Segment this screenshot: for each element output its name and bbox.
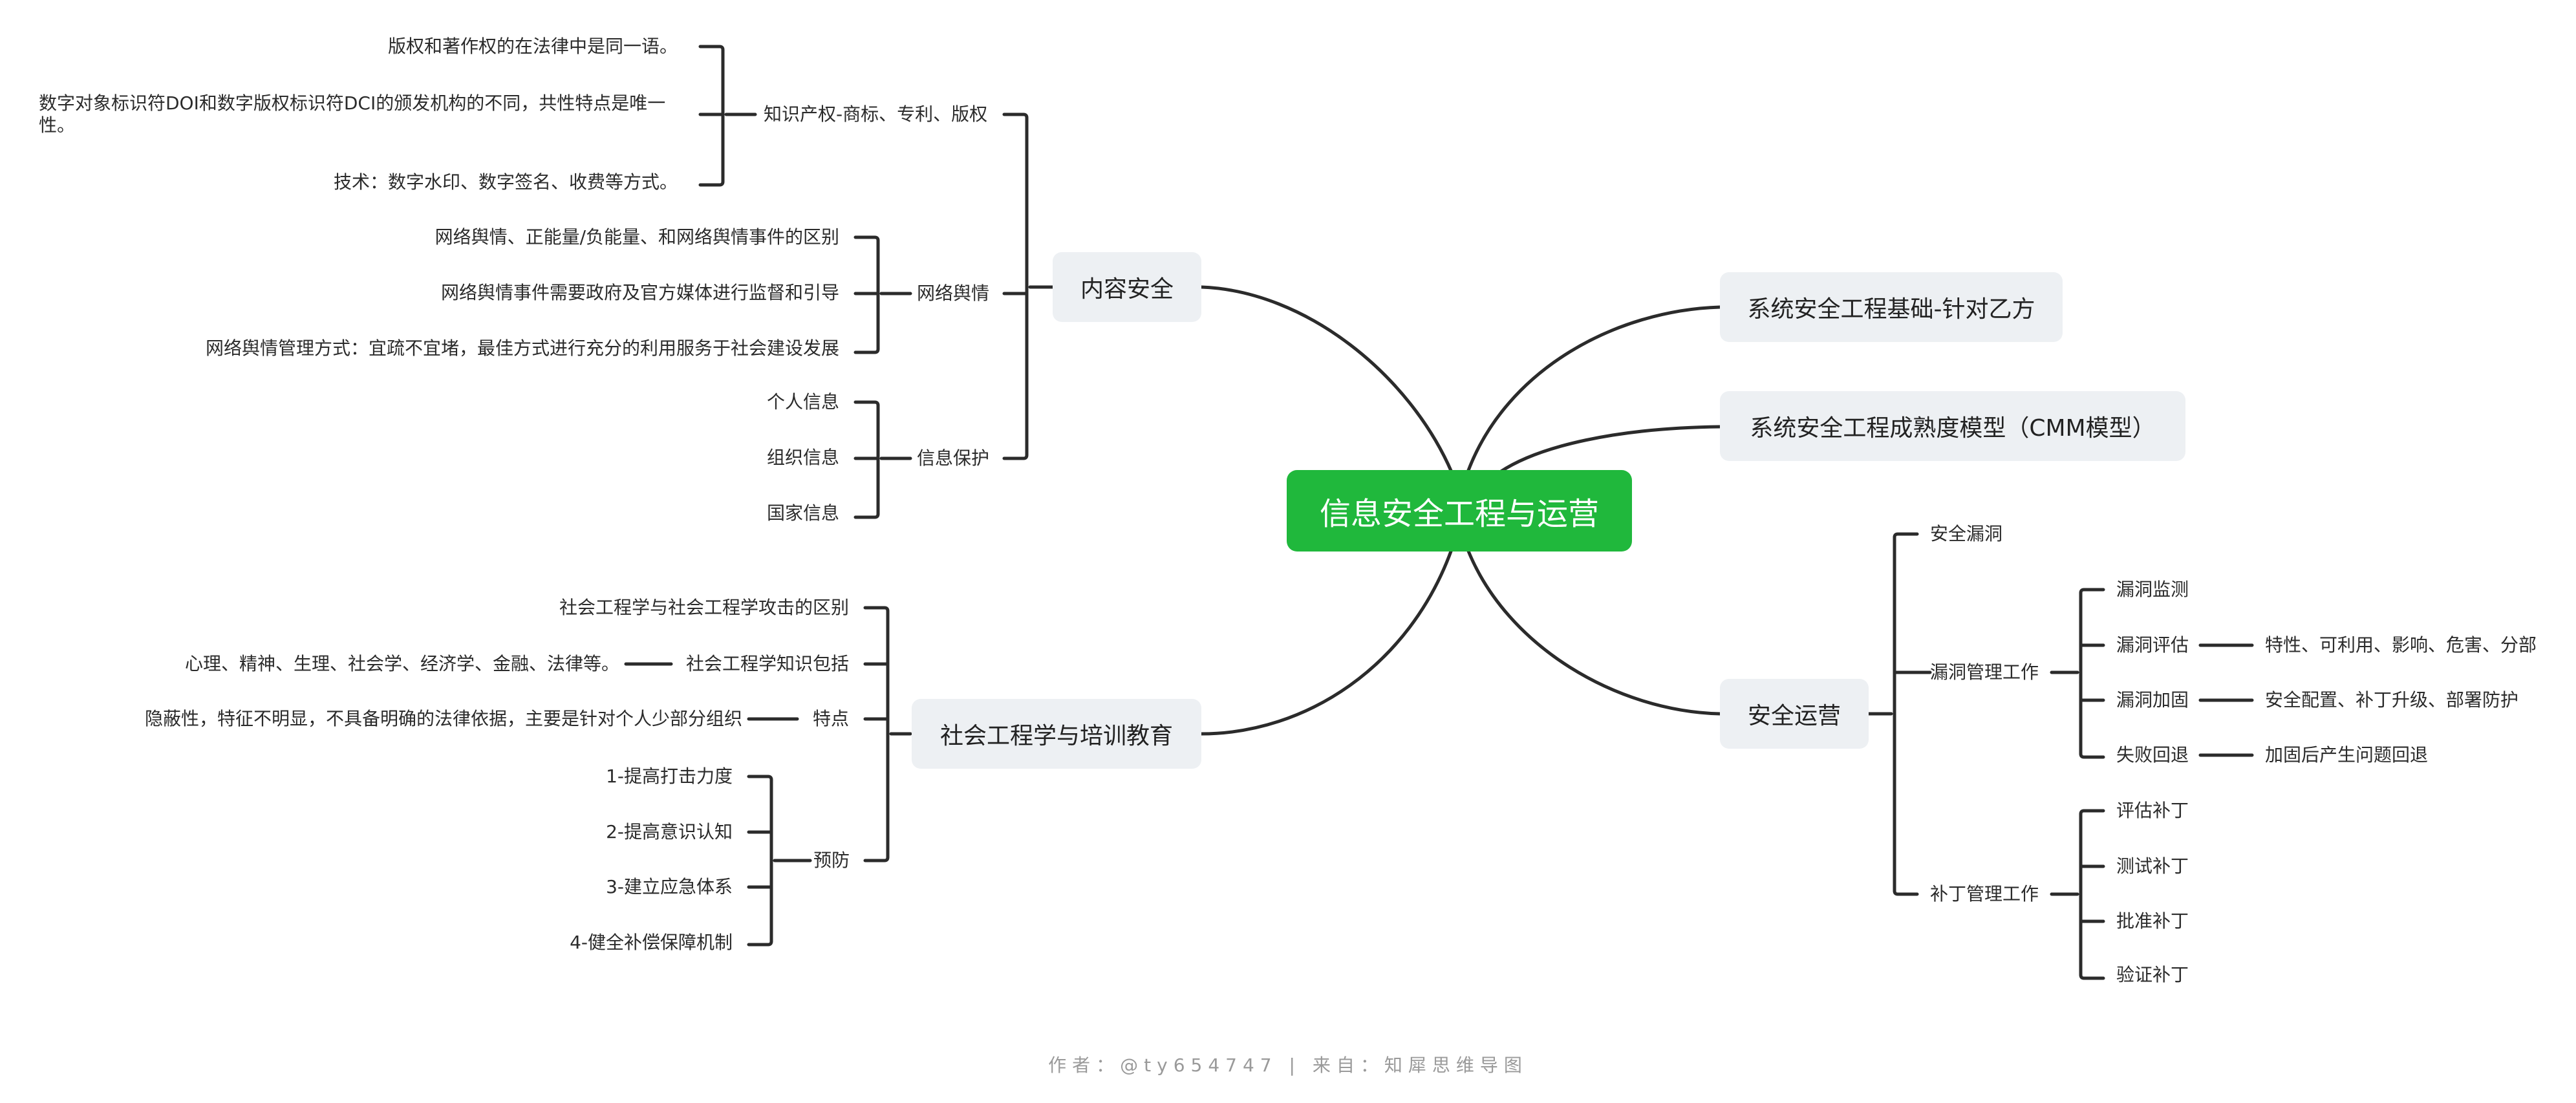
info-protect-item-1: 个人信息 [766,391,839,412]
branch-content-security[interactable]: 内容安全 [1053,252,1201,322]
link-center-ops [1466,548,1722,716]
info-protect-item-3: 国家信息 [766,502,839,524]
link-content-bracket [1002,112,1055,460]
vuln-item-assess[interactable]: 漏洞评估 [2116,634,2189,656]
vuln-item-harden[interactable]: 漏洞加固 [2116,689,2189,711]
social-features-detail: 隐蔽性，特征不明显，不具备明确的法律依据，主要是针对个人少部分组织 [144,708,742,729]
opinion-item-2: 网络舆情事件需要政府及官方媒体进行监督和引导 [440,282,839,303]
link-prevent-bracket [747,775,812,947]
opinion-item-1: 网络舆情、正能量/负能量、和网络舆情事件的区别 [435,226,839,248]
opinion-label[interactable]: 网络舆情 [917,283,990,304]
ip-item-2: 数字对象标识符DOI和数字版权标识符DCI的颁发机构的不同，共性特点是唯一性。 [39,92,666,136]
link-ops-bracket [1867,532,1932,896]
social-diff: 社会工程学与社会工程学攻击的区别 [559,597,849,618]
branch-system-basics[interactable]: 系统安全工程基础-针对乙方 [1720,272,2063,342]
social-knowledge-detail: 心理、精神、生理、社会学、经济学、金融、法律等。 [184,653,619,674]
opinion-item-3: 网络舆情管理方式：宜疏不宜堵，最佳方式进行充分的利用服务于社会建设发展 [205,337,839,359]
social-features-label[interactable]: 特点 [812,708,849,729]
link-center-content [1199,285,1454,474]
link-vulnmgmt-bracket [2050,588,2105,759]
footer-credit: 作者：@ty654747 | 来自：知犀思维导图 [1048,1055,1528,1076]
link-social-bracket [863,606,912,862]
link-patchmgmt-bracket [2050,809,2105,980]
branch-social-engineering[interactable]: 社会工程学与培训教育 [912,699,1201,769]
link-infoprot-bracket [853,400,912,519]
patch-item-test: 测试补丁 [2116,855,2189,877]
link-center-social [1199,548,1454,736]
patch-item-assess: 评估补丁 [2116,800,2189,821]
link-opinion-bracket [853,235,912,354]
vuln-harden-detail: 安全配置、补丁升级、部署防护 [2265,689,2519,711]
patch-item-approve: 批准补丁 [2116,910,2189,932]
ip-label[interactable]: 知识产权-商标、专利、版权 [764,103,988,125]
center-topic[interactable]: 信息安全工程与运营 [1287,470,1632,552]
vuln-item-rollback[interactable]: 失败回退 [2116,744,2189,766]
prevent-item-4: 4-健全补偿保障机制 [570,932,733,953]
link-center-cmm [1498,425,1722,474]
info-protect-item-2: 组织信息 [766,447,839,468]
prevent-item-2: 2-提高意识认知 [606,821,733,842]
branch-cmm-model[interactable]: 系统安全工程成熟度模型（CMM模型） [1720,391,2185,461]
prevent-item-3: 3-建立应急体系 [606,876,733,897]
vuln-item-monitor: 漏洞监测 [2116,579,2189,600]
social-knowledge-label[interactable]: 社会工程学知识包括 [685,653,849,674]
vuln-assess-detail: 特性、可利用、影响、危害、分部 [2265,634,2537,656]
ip-item-3: 技术：数字水印、数字签名、收费等方式。 [333,171,678,193]
prevent-item-1: 1-提高打击力度 [606,766,733,787]
ops-vuln: 安全漏洞 [1930,523,2003,544]
link-center-sysbasic [1466,305,1722,474]
ops-vuln-mgmt-label[interactable]: 漏洞管理工作 [1930,661,2039,683]
info-protect-label[interactable]: 信息保护 [917,447,990,469]
ops-patch-mgmt-label[interactable]: 补丁管理工作 [1930,883,2039,905]
link-ip-bracket [698,45,757,187]
social-prevent-label[interactable]: 预防 [813,850,850,871]
vuln-rollback-detail: 加固后产生问题回退 [2265,744,2429,766]
branch-security-operations[interactable]: 安全运营 [1720,679,1869,749]
patch-item-verify: 验证补丁 [2116,964,2189,985]
ip-item-1: 版权和著作权的在法律中是同一语。 [387,36,678,57]
